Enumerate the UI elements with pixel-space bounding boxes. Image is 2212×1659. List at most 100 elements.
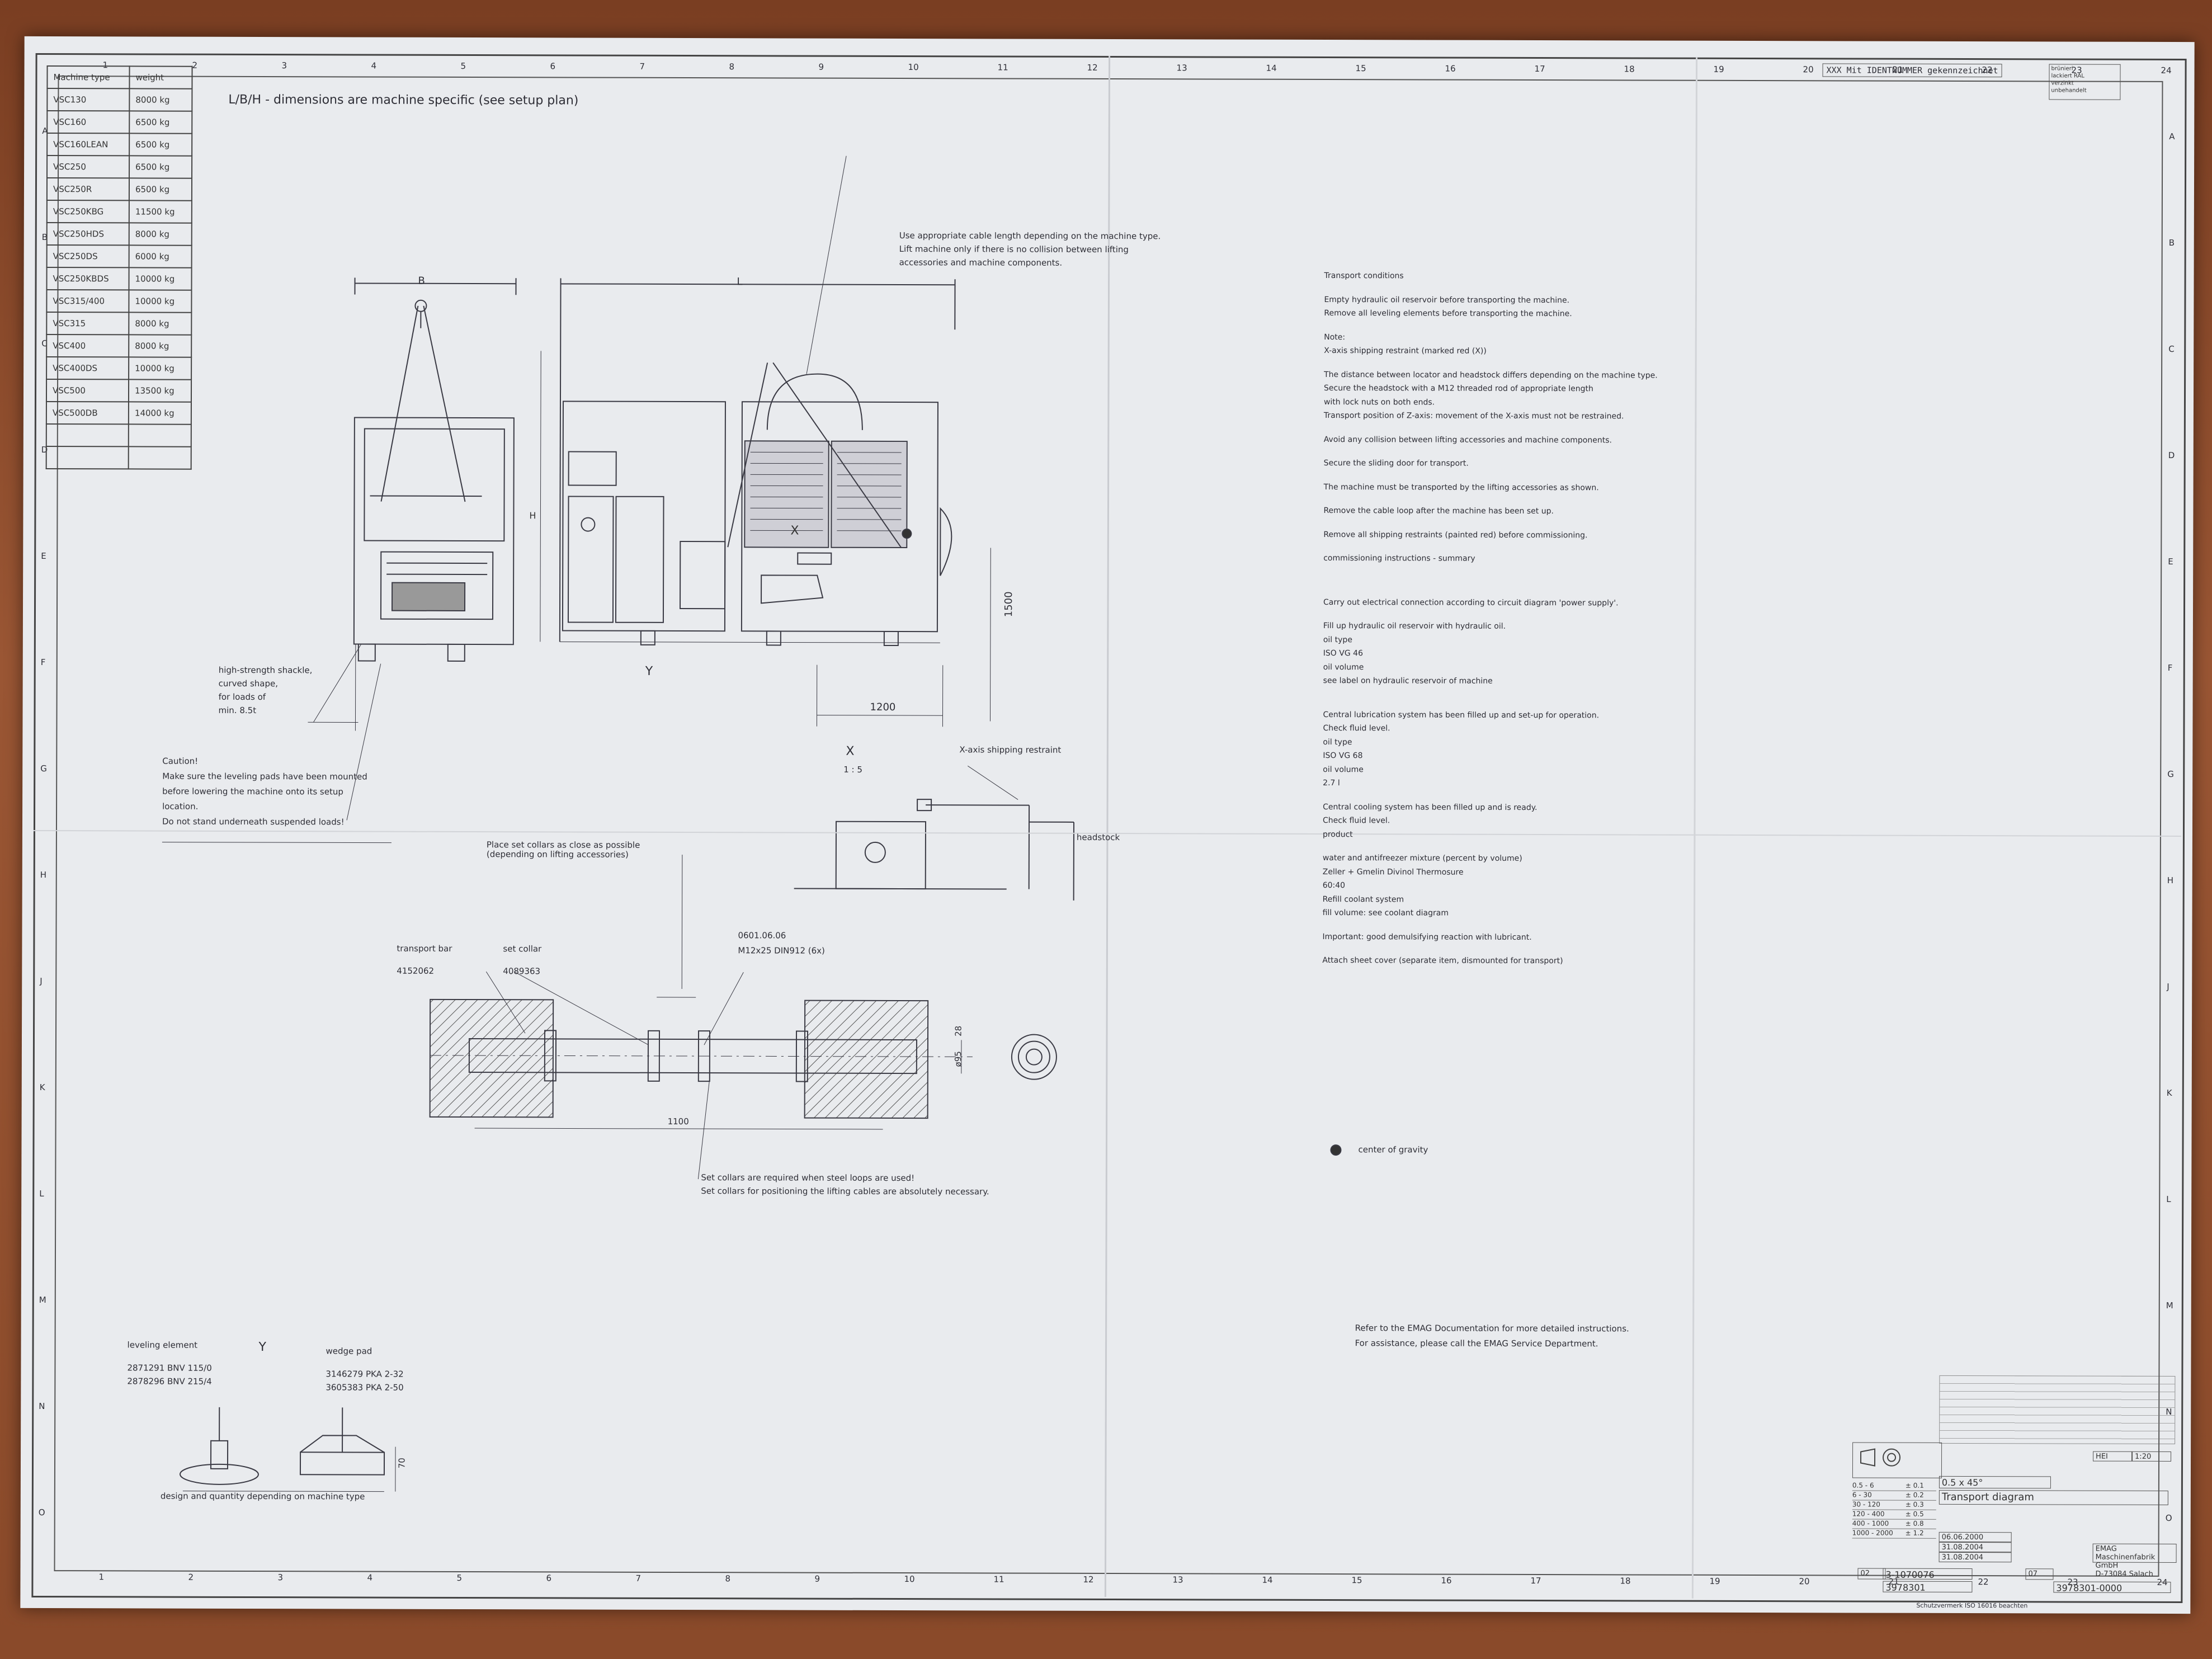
instruction-line: [1323, 518, 1657, 529]
x-view-scale: 1 : 5: [843, 764, 862, 775]
tolerance-value: ± 0.5: [1905, 1510, 1924, 1518]
tolerance-row: 400 - 1000± 0.8: [1852, 1519, 1936, 1529]
set-collar-label: set collar: [503, 944, 542, 954]
technical-drawing: H: [33, 56, 2181, 1599]
instruction-line: Empty hydraulic oil reservoir before tra…: [1324, 295, 1570, 305]
projection-symbol: [1852, 1442, 1942, 1478]
tolerance-value: ± 0.8: [1905, 1519, 1924, 1528]
sheet-number: 07: [2025, 1568, 2054, 1580]
sheet-index: 02: [1857, 1568, 1886, 1580]
instruction-line: 60:40: [1322, 881, 1346, 890]
tolerance-row: 0.5 - 6± 0.1: [1852, 1481, 1936, 1491]
date-norm: 31.08.2004: [1939, 1552, 2012, 1563]
company-block: EMAG Maschinenfabrik GmbH D-73084 Salach: [2092, 1543, 2177, 1578]
instruction-line: [1323, 688, 1657, 699]
x-restraint-label: X-axis shipping restraint: [959, 744, 1062, 755]
instruction-line: Avoid any collision between lifting acce…: [1323, 435, 1612, 445]
machine-side-view: H: [529, 155, 991, 727]
leveling-element-title: leveling element: [127, 1340, 198, 1350]
instruction-line: Important: good demulsifying reaction wi…: [1322, 932, 1532, 942]
x-axis-restraint-detail: [794, 765, 1075, 901]
instruction-line: The distance between locator and headsto…: [1324, 370, 1658, 380]
instruction-line: [1324, 358, 1658, 369]
tolerance-value: ± 0.1: [1905, 1481, 1924, 1490]
instruction-line: ISO VG 68: [1323, 751, 1363, 761]
revision-table: [1939, 1375, 2176, 1445]
set-collar-notes: Set collars are required when steel loop…: [701, 1172, 989, 1197]
y-view-label: Y: [258, 1340, 267, 1355]
tolerance-range: 30 - 120: [1852, 1500, 1880, 1509]
instruction-line: Remove all leveling elements before tran…: [1324, 309, 1572, 319]
instruction-line: ISO VG 46: [1323, 649, 1364, 658]
dim-28-label: 28: [953, 1025, 964, 1036]
instruction-line: [1323, 609, 1657, 620]
drawing-title: Transport diagram: [1939, 1490, 2168, 1505]
instruction-line: with lock nuts on both ends.: [1323, 397, 1435, 407]
instruction-line: Transport position of Z-axis: movement o…: [1323, 411, 1624, 421]
instruction-line: Check fluid level.: [1323, 724, 1390, 733]
tolerance-row: 120 - 400 ± 0.5: [1852, 1510, 1936, 1520]
instruction-line: [1323, 576, 1657, 587]
instruction-line: Secure the headstock with a M12 threaded…: [1324, 384, 1593, 394]
instruction-line: Refill coolant system: [1322, 894, 1404, 904]
instruction-line: Secure the sliding door for transport.: [1323, 459, 1469, 468]
shackle-note: high-strength shackle, curved shape, for…: [218, 664, 313, 716]
instruction-line: Central lubrication system has been fill…: [1323, 710, 1600, 720]
instruction-line: The machine must be transported by the l…: [1323, 482, 1599, 492]
y-marker: Y: [645, 664, 653, 678]
instruction-line: 2.7 l: [1323, 779, 1340, 788]
date-checked: 31.08.2004: [1939, 1542, 2012, 1553]
projection-icon: [1860, 1448, 1901, 1467]
tolerance-row: 30 - 120± 0.3: [1852, 1500, 1936, 1510]
tolerance-value: ± 0.2: [1905, 1491, 1924, 1499]
dim-b-label: B: [418, 275, 425, 287]
instruction-line: [1323, 790, 1657, 802]
leveling-element-detail: [179, 1407, 396, 1492]
wedge-pad-title: wedge pad: [326, 1346, 372, 1356]
tolerance-value: ± 1.2: [1905, 1529, 1924, 1537]
cable-note: Use appropriate cable length depending o…: [899, 230, 1161, 268]
instruction-line: X-axis shipping restraint (marked red (X…: [1324, 346, 1487, 356]
dim-1200-label: 1200: [870, 701, 896, 714]
transport-bar-number: 4152062: [397, 965, 435, 976]
instruction-line: Transport conditions: [1324, 271, 1404, 281]
tolerance-row: 6 - 30 ± 0.2: [1852, 1491, 1936, 1501]
instruction-line: Check fluid level.: [1323, 816, 1390, 826]
dim-1100-label: 1100: [667, 1116, 689, 1127]
instruction-line: [1323, 698, 1657, 709]
instruction-line: [1324, 321, 1658, 332]
instruction-line: oil type: [1323, 737, 1352, 747]
instruction-line: oil volume: [1323, 765, 1364, 774]
tolerance-range: 6 - 30: [1852, 1491, 1872, 1499]
tolerance-chamfer: 0.5 x 45°: [1939, 1476, 2051, 1489]
wedge-pad-list: 3146279 PKA 2-32 3605383 PKA 2-50: [326, 1369, 404, 1393]
part-number: 3978301: [1883, 1581, 1973, 1593]
tolerance-range: 1000 - 2000: [1852, 1529, 1893, 1537]
screw-number: 0601.06.06: [738, 930, 786, 941]
instruction-line: [1323, 920, 1657, 931]
title-block: 0.5 x 45° Transport diagram 0.5 - 6± 0.1…: [1852, 1375, 2177, 1600]
instruction-line: Attach sheet cover (separate item, dismo…: [1322, 956, 1563, 966]
x-view-label: X: [846, 744, 855, 758]
screw-spec: M12x25 DIN912 (6x): [738, 945, 825, 956]
svg-text:H: H: [529, 510, 536, 521]
transport-bar-label: transport bar: [397, 943, 452, 954]
tolerance-range: 120 - 400: [1852, 1510, 1885, 1518]
instruction-line: [1324, 446, 1658, 458]
drawing-scale: 1:20: [2132, 1451, 2172, 1462]
instruction-line: [1323, 841, 1657, 852]
set-collar-number: 4089363: [503, 966, 541, 977]
instruction-line: Central cooling system has been filled u…: [1323, 802, 1537, 812]
instruction-line: Fill up hydraulic oil reservoir with hyd…: [1323, 621, 1506, 631]
date-created: 06.06.2000: [1939, 1531, 2012, 1543]
instruction-line: [1324, 470, 1658, 482]
instruction-line: see label on hydraulic reservoir of mach…: [1323, 676, 1493, 686]
caution-note: Caution! Make sure the leveling pads hav…: [162, 756, 367, 827]
instruction-line: [1324, 283, 1658, 294]
refer-note: Refer to the EMAG Documentation for more…: [1355, 1323, 1629, 1349]
instruction-line: Remove all shipping restraints (painted …: [1323, 530, 1588, 540]
machine-front-view: [353, 277, 517, 731]
copyright-note: Schutzvermerk ISO 16016 beachten: [1916, 1601, 2028, 1610]
